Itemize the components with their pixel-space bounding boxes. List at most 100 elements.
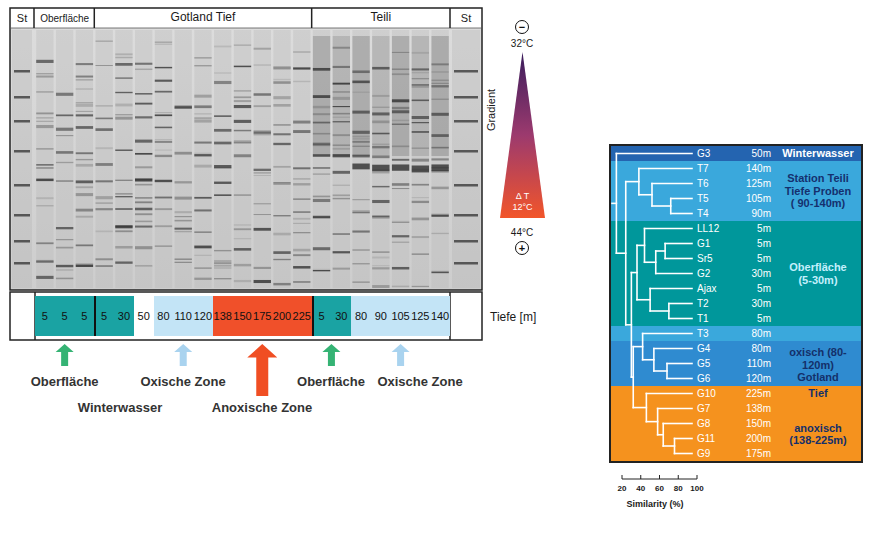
tree-branches: [612, 154, 692, 454]
gel-band: [412, 159, 429, 162]
sample-name: T4: [697, 208, 709, 219]
gel-band: [155, 139, 172, 140]
gel-band: [273, 259, 290, 260]
zone-label: Oxische Zone: [377, 375, 462, 389]
gel-band: [214, 142, 231, 145]
gel-band: [273, 96, 290, 99]
sample-name: G7: [697, 403, 710, 414]
gel-band: [333, 194, 350, 196]
gel-band: [135, 103, 152, 105]
gel-band: [412, 100, 429, 102]
gel-band: [155, 114, 172, 116]
depth-value: 5: [35, 296, 55, 336]
polarity-sign: +: [519, 243, 525, 254]
lane-group-header: Gotland Tief: [171, 11, 236, 24]
gel-band: [175, 220, 192, 222]
gel-band: [155, 246, 172, 247]
gel-band: [76, 180, 93, 183]
gel-band: [56, 265, 73, 267]
gel-band: [454, 96, 478, 99]
gel-band: [454, 240, 478, 243]
gel-band: [333, 121, 350, 122]
gel-band: [115, 114, 132, 115]
zone-label: Winterwasser: [78, 401, 162, 415]
sample-depth: 5m: [757, 238, 771, 249]
gel-band: [115, 78, 132, 79]
gel-band: [392, 241, 409, 243]
gel-band: [273, 283, 290, 285]
cluster-band: LL125mG15mSr55mG230mAjax5mT230mT15mOberf…: [611, 221, 861, 326]
gel-band: [36, 164, 53, 165]
depth-cell: 530: [312, 296, 352, 336]
sample-name: T7: [697, 163, 709, 174]
gel-band: [412, 148, 429, 149]
gradient-label: Gradient: [485, 89, 497, 131]
sample-depth: 50m: [752, 148, 771, 159]
header-separator: [311, 8, 313, 28]
gel-band: [14, 70, 30, 73]
gel-band: [115, 226, 132, 228]
sample-depth: 105m: [746, 193, 771, 204]
zone-label: Oberfläche: [297, 375, 365, 389]
branch-line: [646, 393, 692, 395]
header-separator: [449, 8, 451, 28]
gel-band: [254, 280, 271, 283]
gel-band: [175, 231, 192, 232]
gel-band: [431, 271, 448, 272]
depth-value: 125: [410, 296, 430, 336]
gel-band: [372, 252, 389, 253]
gel-band: [352, 249, 369, 251]
gel-band: [36, 117, 53, 118]
gel-band: [214, 194, 231, 196]
lane-group-header: Teili: [370, 11, 391, 24]
gel-band: [194, 105, 211, 108]
gel-band: [56, 162, 73, 163]
gel-band: [36, 167, 53, 169]
gel-lane: [115, 30, 132, 288]
gel-band: [313, 268, 330, 270]
gel-band: [293, 222, 310, 224]
depth-value: 225: [292, 296, 312, 336]
branch-line: [663, 423, 692, 425]
gel-band: [36, 76, 53, 78]
gel-lane: [333, 30, 350, 288]
gel-band: [412, 86, 429, 87]
gel-band: [254, 48, 271, 50]
gel-band: [412, 116, 429, 119]
gel-band: [95, 208, 112, 210]
gel-image: [10, 28, 482, 290]
gel-band: [313, 217, 330, 218]
branch-line: [631, 272, 637, 274]
gel-band: [155, 127, 172, 129]
gel-band: [155, 197, 172, 199]
gel-band: [155, 141, 172, 142]
depth-cell: 530: [94, 296, 134, 336]
sample-depth: 5m: [757, 313, 771, 324]
gel-band: [115, 117, 132, 120]
gel-band: [234, 130, 251, 131]
gel-band: [293, 130, 310, 133]
zone-arrow: [322, 344, 340, 366]
gel-band: [293, 211, 310, 212]
gel-band: [155, 80, 172, 82]
gel-band: [254, 132, 271, 134]
branch-line: [675, 438, 693, 440]
gel-band: [36, 197, 53, 199]
gel-band: [214, 81, 231, 84]
gel-band: [214, 250, 231, 251]
gel-band: [412, 122, 429, 123]
gel-band: [313, 270, 330, 271]
branch-line: [658, 434, 664, 436]
gel-band: [95, 202, 112, 204]
gel-lane: [273, 30, 290, 288]
gel-band: [135, 178, 152, 180]
gel-lane: [254, 30, 271, 288]
gel-band: [431, 134, 448, 137]
gel-band: [412, 236, 429, 238]
gel-band: [431, 147, 448, 149]
gel-lane: [36, 30, 53, 288]
gel-band: [431, 171, 448, 172]
branch-line: [646, 421, 657, 423]
depth-cell: 80110120: [154, 296, 213, 336]
lane-group-header: St: [461, 12, 471, 24]
